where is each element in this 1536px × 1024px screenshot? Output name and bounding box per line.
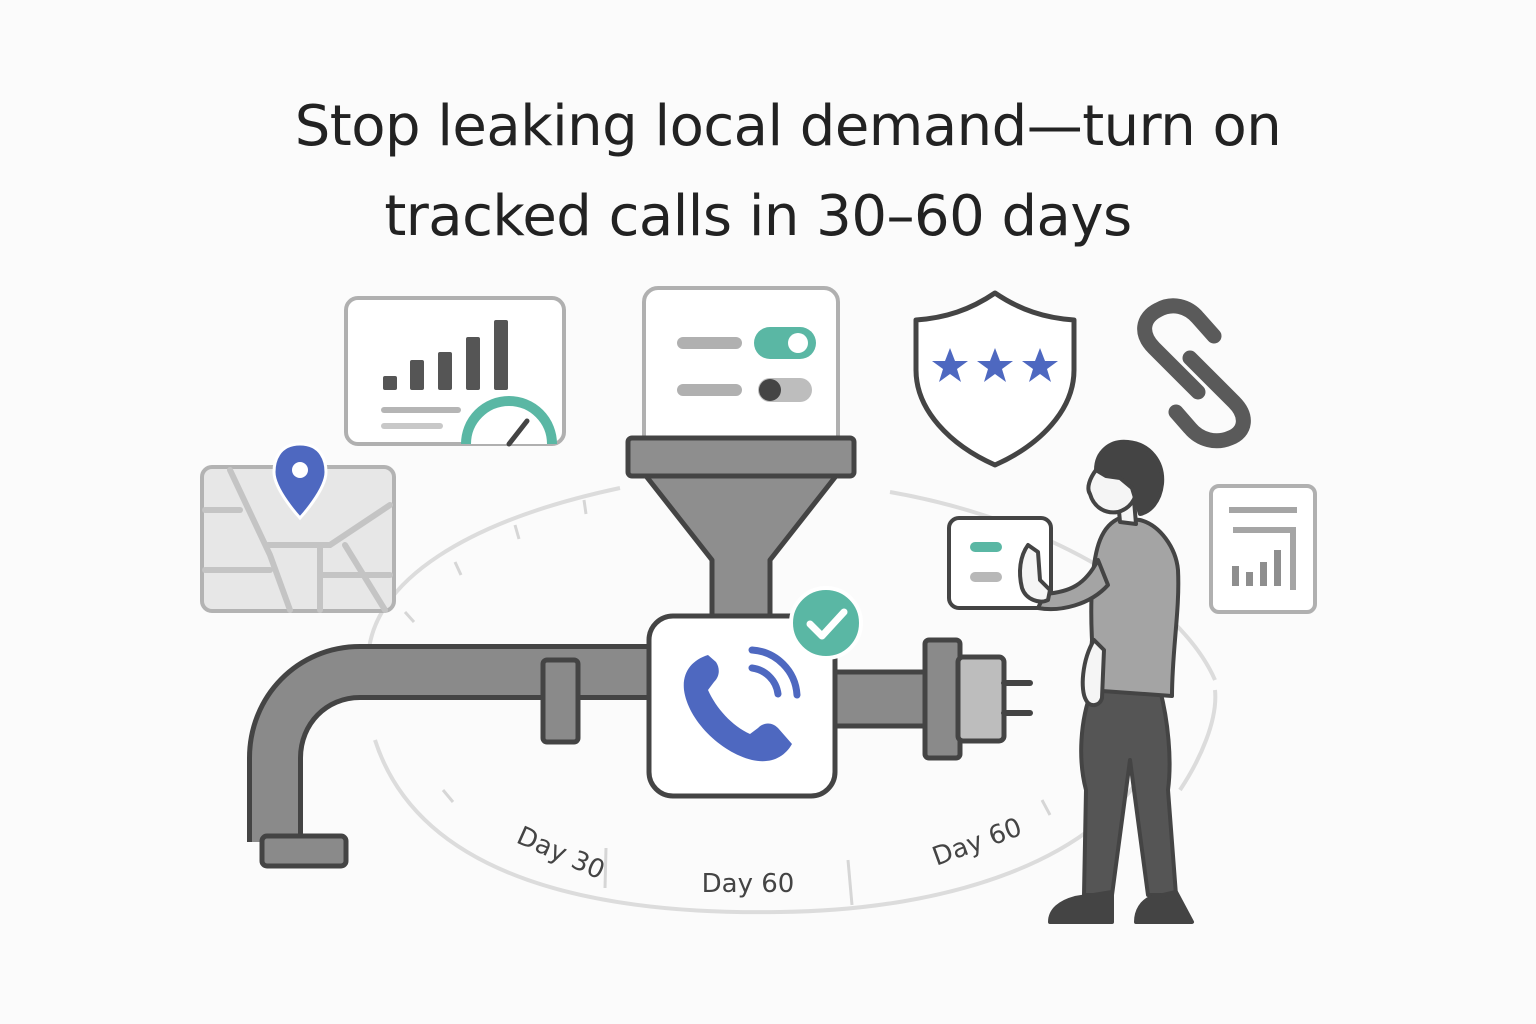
map-pin-icon [200, 442, 396, 613]
headline: Stop leaking local demand—turn on tracke… [0, 82, 1536, 262]
person-icon [1018, 439, 1194, 924]
headline-line-1: Stop leaking local demand—turn on [294, 94, 1282, 159]
link-icon [1137, 298, 1251, 449]
headline-line-2: tracked calls in 30–60 days [384, 184, 1132, 249]
pipe-faucet-icon [247, 637, 963, 869]
phone-call-icon [646, 613, 838, 799]
shield-stars-icon [913, 290, 1077, 468]
settings-toggle-icon [642, 286, 840, 455]
timeline-label-day-30: Day 30 [512, 821, 609, 886]
timeline-label-day-60: Day 60 [702, 869, 795, 899]
timeline-label-day-60-b: Day 60 [929, 813, 1026, 873]
plug-icon [955, 654, 1033, 744]
check-badge-icon [789, 586, 863, 660]
report-chart-icon [1209, 484, 1317, 614]
bar-chart-gauge-icon [344, 296, 566, 447]
